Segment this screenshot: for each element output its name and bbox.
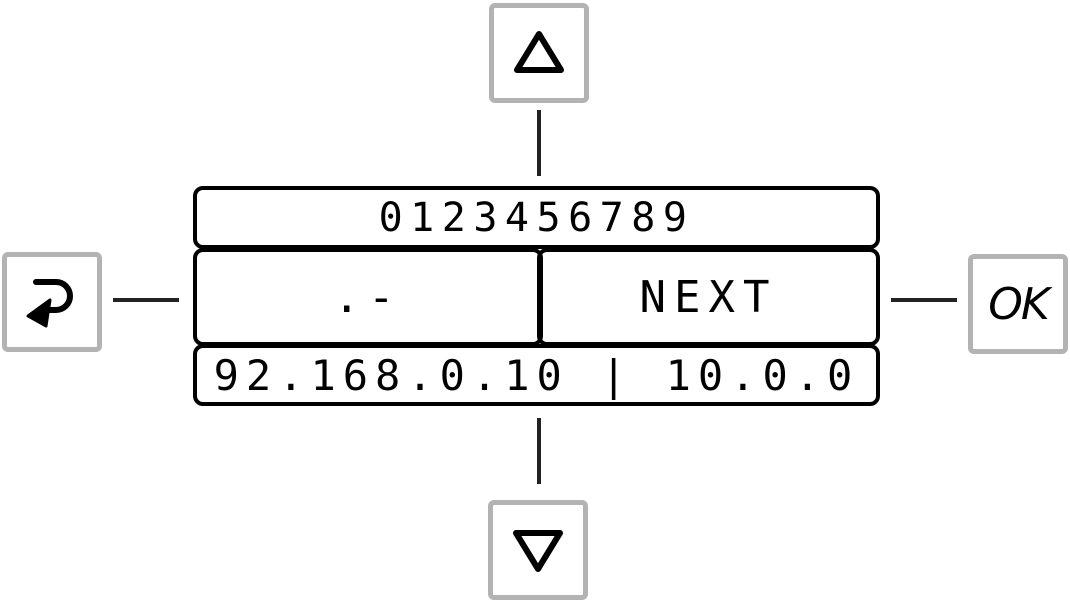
lcd-symbol-key[interactable]: .-	[193, 248, 543, 346]
connector-right	[891, 298, 957, 302]
return-arrow-icon	[26, 279, 73, 328]
triangle-down-icon	[513, 530, 563, 572]
triangle-up-icon	[514, 31, 564, 73]
lcd-next-key[interactable]: NEXT	[537, 248, 880, 346]
ok-label: OK	[988, 278, 1049, 330]
lcd-row3-address: 92.168.0.10 | 10.0.0	[193, 344, 880, 406]
digits-text: 0123456789	[378, 194, 695, 241]
address-text: 92.168.0.10 | 10.0.0	[213, 350, 860, 400]
next-text: NEXT	[639, 271, 778, 323]
connector-up	[537, 110, 541, 176]
up-button[interactable]	[489, 3, 589, 103]
ok-button[interactable]: OK	[968, 254, 1068, 354]
symbol-text: .-	[333, 271, 403, 323]
lcd-row1-digits[interactable]: 0123456789	[193, 186, 880, 249]
connector-left	[113, 298, 179, 302]
down-button[interactable]	[488, 500, 588, 600]
connector-down	[537, 418, 541, 484]
back-button[interactable]	[2, 252, 102, 352]
